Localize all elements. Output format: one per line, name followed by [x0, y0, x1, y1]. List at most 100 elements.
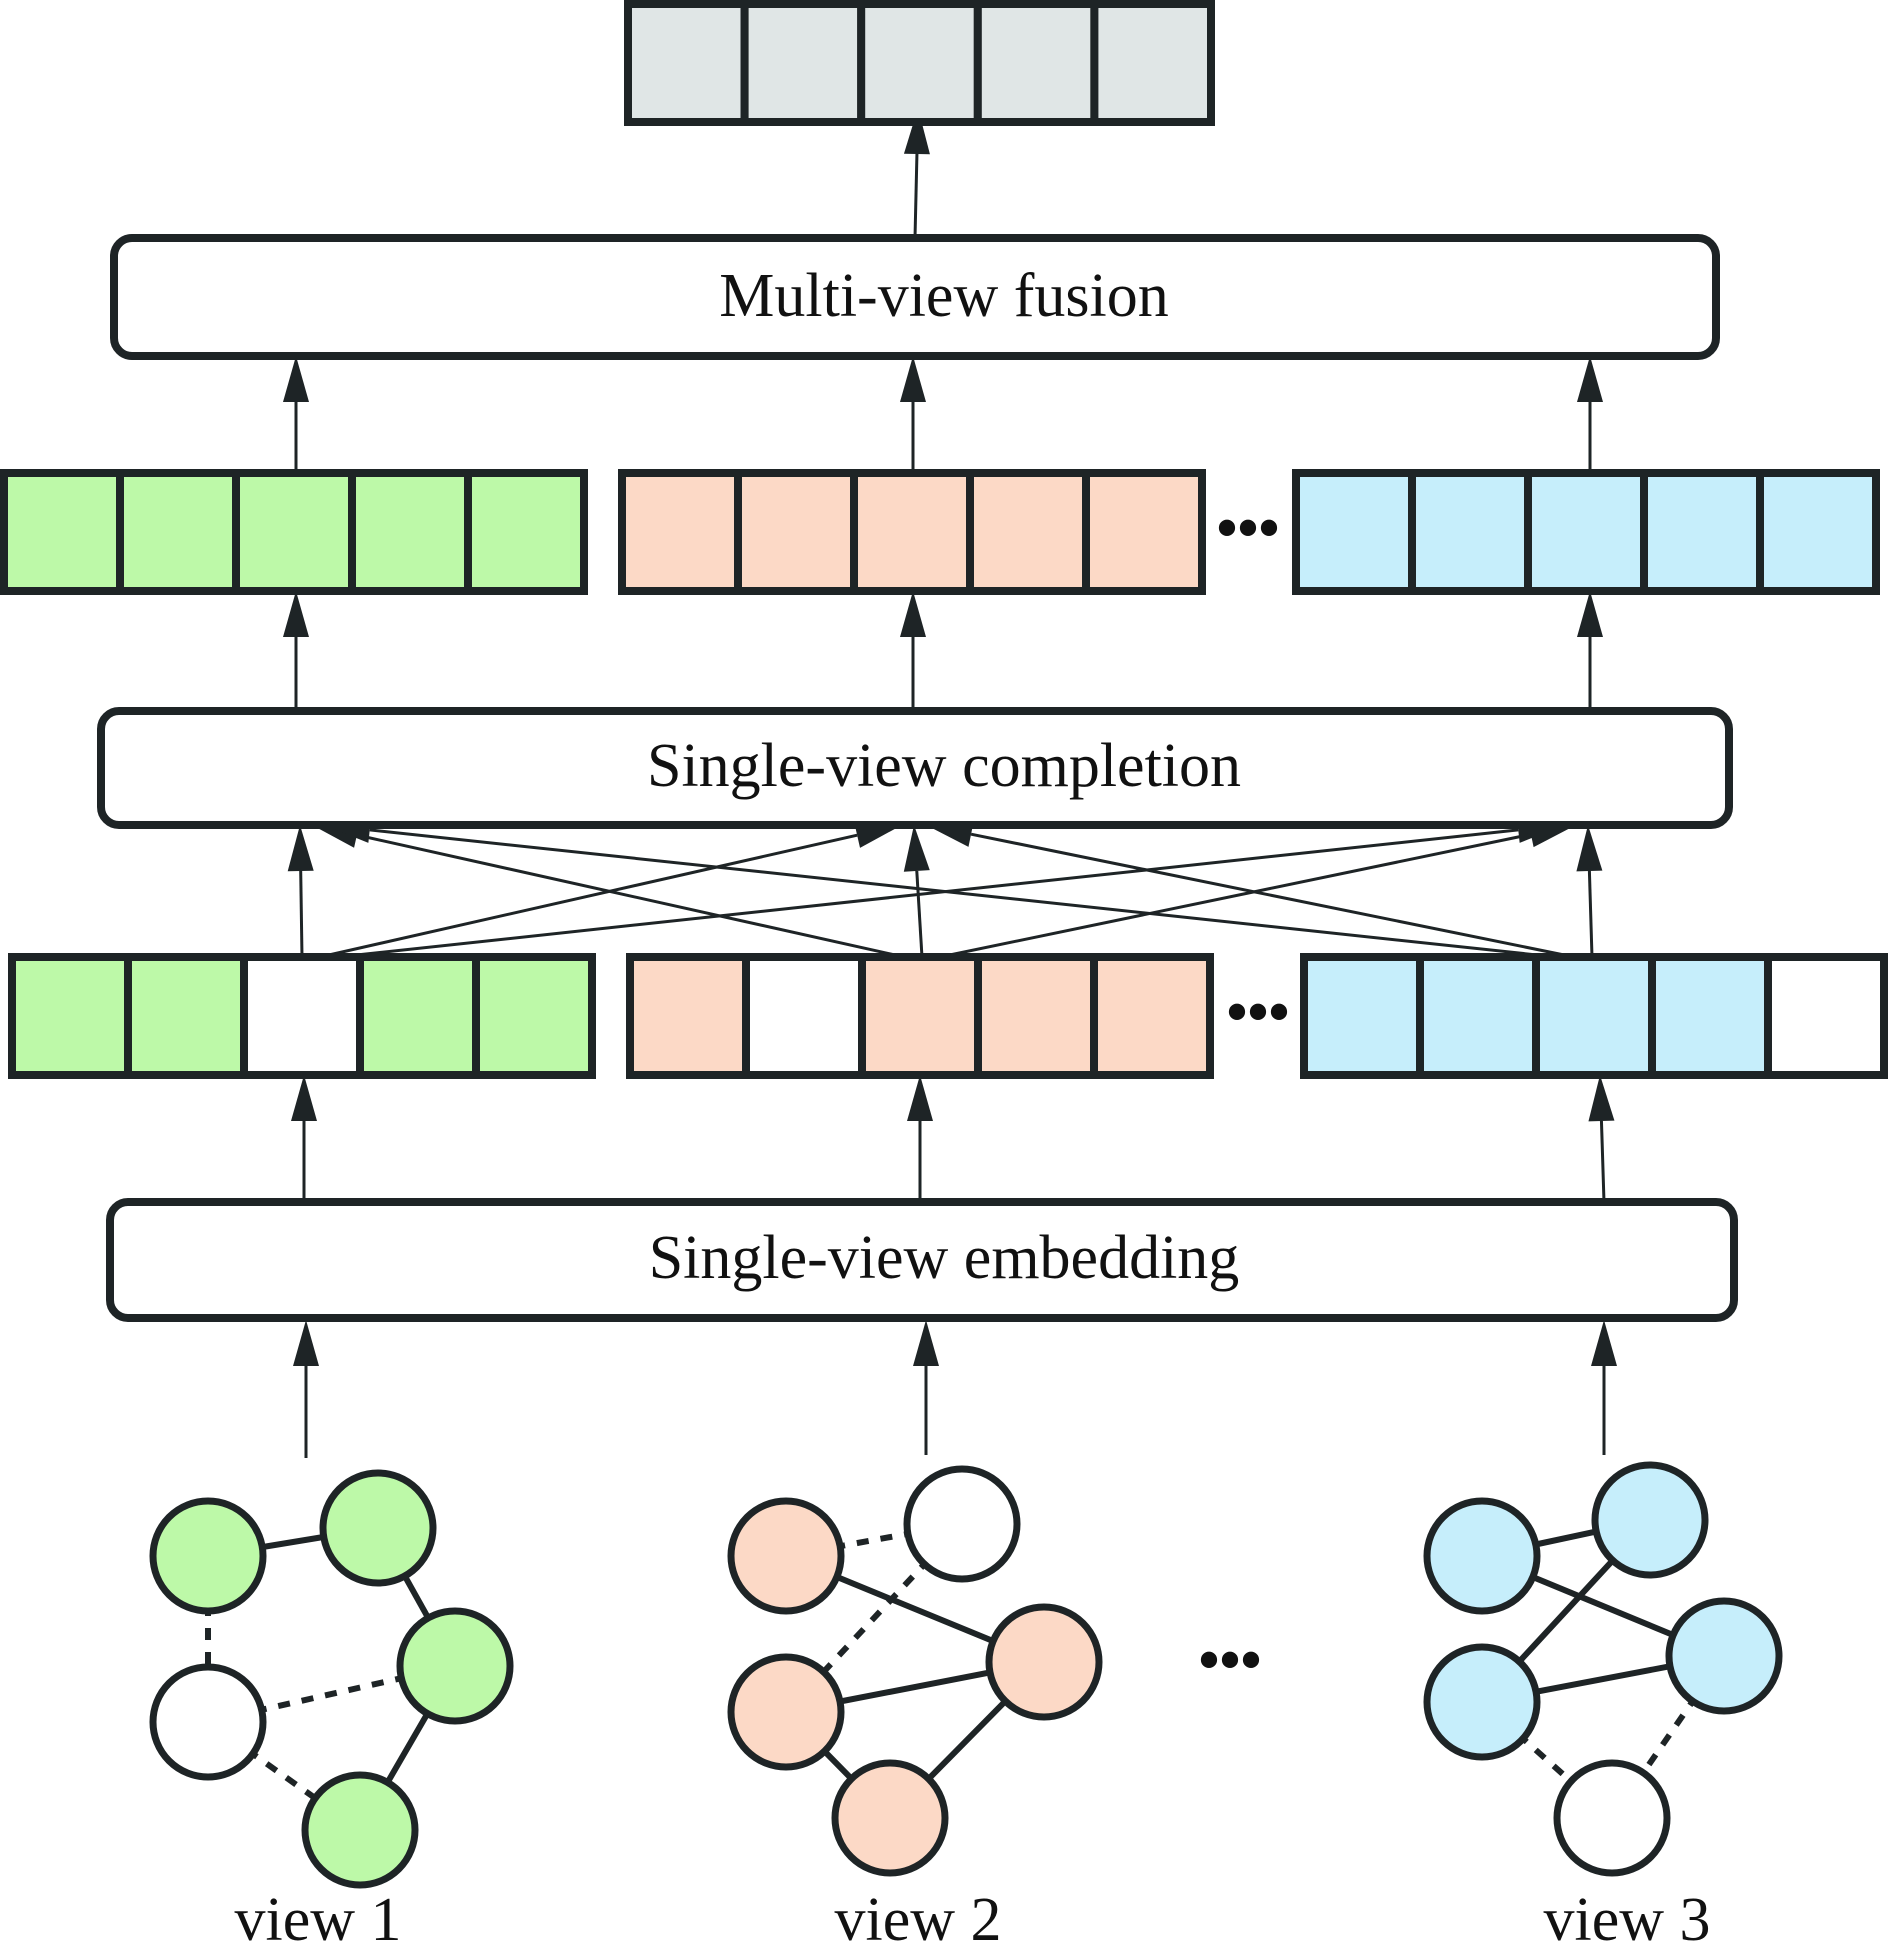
arrow-embedded-2-to-completion-1 [312, 822, 905, 959]
graph-2-node-3 [985, 1603, 1103, 1721]
arrow-completed-to-fusion-2-head [900, 356, 926, 402]
arrows-layer [283, 108, 1617, 1458]
arrow-fusion-to-output-shaft [913, 153, 919, 239]
embedded-vector-view2-cell-3 [858, 953, 982, 1079]
completion-box [97, 707, 1733, 829]
graph-3-node-3 [1665, 1597, 1783, 1715]
arrow-embedded-3-to-completion-3-shaft [1587, 870, 1594, 958]
graph-1-edge-5 [207, 1663, 456, 1725]
embedded-vector-view1-cell-5 [472, 953, 596, 1079]
completed-vector-view3-cell-1 [1292, 469, 1416, 595]
view-graphs [149, 1461, 1783, 1889]
arrow-graph-to-embedding-3-head [1591, 1320, 1617, 1366]
graph-3-node-1 [1423, 1497, 1541, 1615]
view-2-label: view 2 [834, 1886, 1001, 1945]
arrow-completed-to-fusion-3-head [1577, 356, 1603, 402]
completed-vector-view3-cell-2 [1408, 469, 1532, 595]
arrow-completed-to-fusion-3 [1577, 356, 1603, 473]
ellipsis-views: ••• [1198, 1627, 1261, 1693]
arrow-completion-to-completed-3 [1577, 591, 1603, 711]
completed-vector-view3-cell-4 [1640, 469, 1764, 595]
completion-label: Single-view completion [647, 732, 1241, 800]
arrow-completion-to-completed-2-head [900, 591, 926, 637]
view-3-label: view 3 [1543, 1886, 1710, 1945]
completed-vector-view2-cell-2 [734, 469, 858, 595]
embedded-vector-view1-cell-2 [124, 953, 248, 1079]
graph-2-node-1 [727, 1497, 845, 1615]
embedded-vectors [8, 953, 1888, 1079]
graph-3-node-2 [1591, 1461, 1709, 1579]
completion-block: Single-view completion [97, 707, 1733, 829]
output-vector-cell-2 [740, 0, 866, 126]
graph-3-node-4 [1423, 1643, 1541, 1761]
output-vector-cell-3 [857, 0, 982, 126]
arrow-embedded-3-to-completion-3 [1576, 825, 1603, 958]
embedded-vector-view1-cell-3 [240, 953, 364, 1079]
ellipsis-completed: ••• [1216, 495, 1279, 561]
arrow-embedded-1-to-completion-3 [337, 816, 1564, 959]
arrow-embedded-3-to-completion-1-shaft [369, 828, 1557, 959]
arrow-fusion-to-output [903, 108, 930, 239]
completed-vector-view2-cell-5 [1082, 469, 1206, 595]
graph-2-node-4 [727, 1653, 845, 1771]
completed-vector-view1 [0, 469, 588, 595]
completed-vector-view3 [1292, 469, 1880, 595]
embedded-vector-view2-cell-4 [974, 953, 1098, 1079]
arrow-graph-to-embedding-1-head [293, 1320, 319, 1366]
arrow-embedded-2-to-completion-3-shaft [939, 832, 1532, 959]
arrow-embedded-3-to-completion-2 [926, 821, 1575, 959]
graph-2-node-2 [903, 1465, 1021, 1583]
output-vector [624, 0, 1216, 126]
arrow-embedded-1-to-completion-1 [287, 825, 314, 958]
embedded-vector-view3-cell-5 [1764, 953, 1888, 1079]
graph-1 [149, 1469, 514, 1889]
graph-1-node-3 [396, 1607, 514, 1725]
embedded-vector-view3-cell-4 [1648, 953, 1772, 1079]
completed-vector-view3-cell-3 [1524, 469, 1648, 595]
embedded-vector-view3 [1300, 953, 1888, 1079]
arrow-completed-to-fusion-1-head [283, 356, 309, 402]
completed-vector-view2-cell-3 [850, 469, 974, 595]
ellipsis-embedded: ••• [1226, 979, 1289, 1045]
completed-vector-view2-cell-1 [618, 469, 742, 595]
output-vector-cell-4 [973, 0, 1099, 126]
fusion-label: Multi-view fusion [719, 262, 1168, 330]
embedded-vector-view3-cell-1 [1300, 953, 1424, 1079]
embedded-vector-view2 [626, 953, 1214, 1079]
completed-vector-view3-cell-5 [1756, 469, 1880, 595]
view-1-label: view 1 [234, 1886, 401, 1945]
arrow-graph-to-embedding-1 [293, 1320, 319, 1458]
arrow-embedding-to-embedded-2-head [907, 1075, 933, 1121]
arrow-completed-to-fusion-2 [900, 356, 926, 473]
graph-1-node-4 [149, 1663, 267, 1781]
arrow-completion-to-completed-1 [283, 591, 309, 711]
arrow-embedding-to-embedded-3-head [1588, 1075, 1615, 1122]
arrow-completed-to-fusion-1 [283, 356, 309, 473]
embedded-vector-view2-cell-2 [742, 953, 866, 1079]
arrow-embedded-2-to-completion-2-shaft [915, 870, 924, 958]
embedded-vector-view1-cell-4 [356, 953, 480, 1079]
completed-vector-view1-cell-3 [232, 469, 356, 595]
completed-vector-view2-cell-4 [966, 469, 1090, 595]
arrow-embedding-to-embedded-1-head [291, 1075, 317, 1121]
arrow-embedded-1-to-completion-1-shaft [299, 870, 304, 958]
output-vector-cell-1 [624, 0, 749, 126]
completed-vector-view1-cell-4 [348, 469, 472, 595]
arrow-embedded-2-to-completion-1-shaft [356, 833, 905, 959]
arrow-embedded-3-to-completion-2-shaft [970, 832, 1575, 959]
graph-1-node-5 [301, 1771, 419, 1889]
completed-vectors [0, 469, 1880, 595]
embedded-vector-view3-cell-3 [1532, 953, 1656, 1079]
arrow-embedded-1-to-completion-3-shaft [337, 828, 1519, 959]
arrow-embedding-to-embedded-2 [907, 1075, 933, 1202]
arrow-embedded-3-to-completion-1 [324, 816, 1557, 959]
graph-2-edge-2 [783, 1521, 965, 1715]
arrow-embedded-1-to-completion-2-shaft [319, 833, 858, 959]
embedding-label: Single-view embedding [649, 1224, 1240, 1292]
graph-3 [1423, 1461, 1783, 1877]
embedding-box [106, 1198, 1738, 1322]
embedded-vector-view1-cell-1 [8, 953, 132, 1079]
graph-1-node-1 [149, 1497, 267, 1615]
arrow-completion-to-completed-2 [900, 591, 926, 711]
